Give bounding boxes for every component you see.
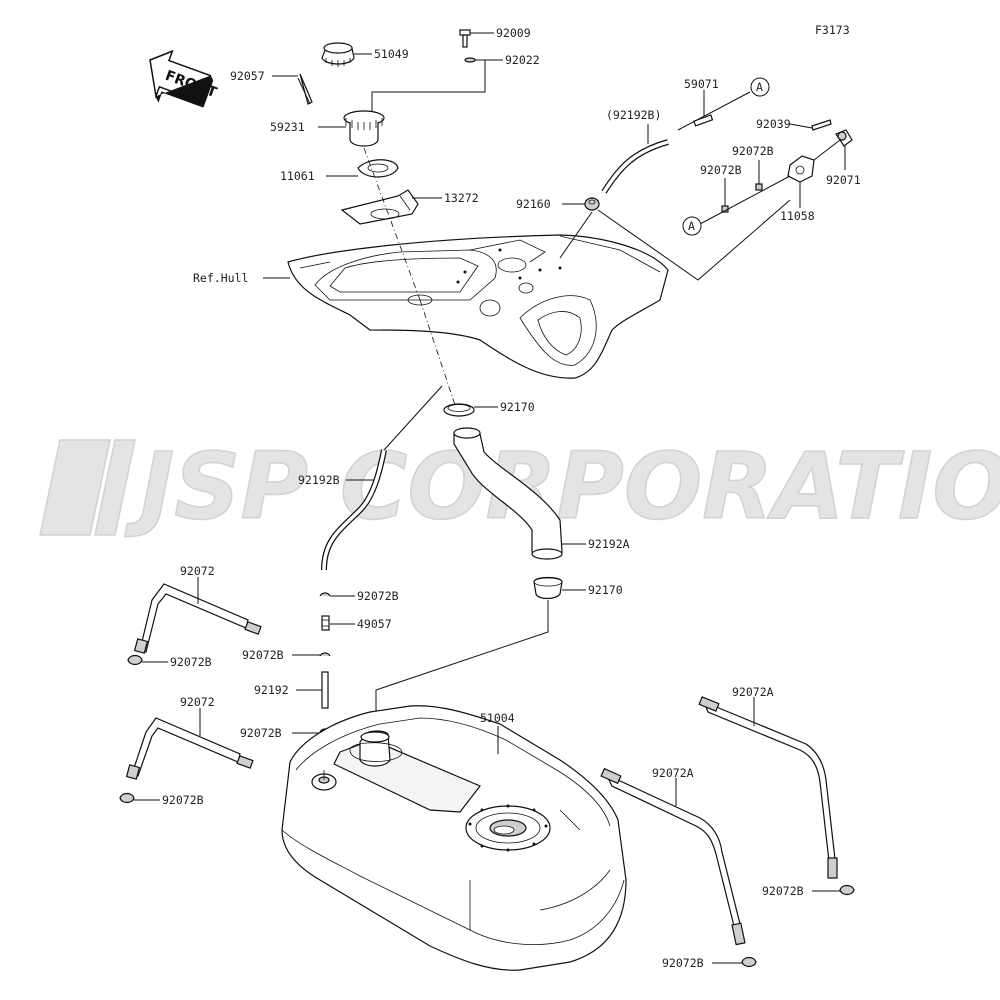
filler-hose-92192A bbox=[453, 427, 563, 560]
clip-92072B-h bbox=[839, 884, 855, 896]
clamp-92170-top bbox=[443, 403, 475, 417]
figure-code: F3173 bbox=[815, 23, 850, 37]
label-51049: 51049 bbox=[374, 47, 409, 61]
label-92072B-f: 92072B bbox=[170, 655, 212, 669]
label-92170-bottom: 92170 bbox=[588, 583, 623, 597]
strap-92072-top bbox=[133, 583, 262, 654]
gasket-11061 bbox=[357, 159, 399, 178]
label-92072B-i: 92072B bbox=[662, 956, 704, 970]
hull-reference bbox=[287, 234, 669, 379]
grommet-92160 bbox=[584, 197, 600, 211]
label-11061: 11061 bbox=[280, 169, 315, 183]
label-92160: 92160 bbox=[516, 197, 551, 211]
hose-92192 bbox=[321, 671, 329, 709]
label-92072B-e: 92072B bbox=[240, 726, 282, 740]
label-92170-top: 92170 bbox=[500, 400, 535, 414]
clip-92072B-i bbox=[741, 956, 757, 968]
label-92072-top: 92072 bbox=[180, 564, 215, 578]
clamp-92039 bbox=[811, 119, 832, 131]
clip-92072B-a bbox=[755, 183, 763, 191]
breather-tube-upper bbox=[601, 139, 669, 194]
label-92192A: 92192A bbox=[588, 537, 630, 551]
callout-a-top bbox=[750, 77, 770, 97]
label-59071: 59071 bbox=[684, 77, 719, 91]
clip-92072B-c bbox=[319, 592, 331, 597]
label-92192B: 92192B bbox=[298, 473, 340, 487]
watermark-text: JSP CORPORATION bbox=[124, 433, 1000, 540]
clamp-92170-bottom bbox=[533, 576, 563, 600]
label-92072-bottom: 92072 bbox=[180, 695, 215, 709]
bracket-13272 bbox=[340, 189, 419, 225]
filler-cap-51049 bbox=[321, 42, 355, 67]
label-51004: 51004 bbox=[480, 711, 515, 725]
label-11058: 11058 bbox=[780, 209, 815, 223]
pin-92057 bbox=[297, 73, 313, 105]
label-92009: 92009 bbox=[496, 26, 531, 40]
label-92022: 92022 bbox=[505, 53, 540, 67]
label-92072A-right: 92072A bbox=[732, 685, 774, 699]
label-92072B-g: 92072B bbox=[162, 793, 204, 807]
holder-11058 bbox=[787, 155, 815, 183]
callout-a-bottom-label: A bbox=[688, 219, 695, 233]
check-valve-59071 bbox=[693, 114, 714, 127]
label-92072B-h: 92072B bbox=[762, 884, 804, 898]
fitting-92071 bbox=[835, 129, 853, 147]
label-49057: 49057 bbox=[357, 617, 392, 631]
fuel-tank-51004 bbox=[281, 705, 627, 971]
clip-92072B-f bbox=[127, 654, 143, 666]
label-92192: 92192 bbox=[254, 683, 289, 697]
front-arrow-icon: FRONT bbox=[149, 49, 219, 108]
label-92072B-d: 92072B bbox=[242, 648, 284, 662]
check-valve-49057 bbox=[321, 615, 330, 631]
watermark: JSP CORPORATION bbox=[39, 432, 1000, 541]
clip-92072B-d bbox=[319, 652, 331, 657]
breather-hose-92192B bbox=[321, 449, 387, 571]
callout-a-top-label: A bbox=[756, 80, 763, 94]
washer-92022 bbox=[464, 57, 476, 63]
label-92072B-a: 92072B bbox=[732, 144, 774, 158]
label-92057: 92057 bbox=[230, 69, 265, 83]
label-92192B-paren: (92192B) bbox=[606, 108, 661, 122]
label-92072B-c: 92072B bbox=[357, 589, 399, 603]
label-92072A-mid: 92072A bbox=[652, 766, 694, 780]
label-59231: 59231 bbox=[270, 120, 305, 134]
clip-92072B-g bbox=[119, 792, 135, 804]
label-92039: 92039 bbox=[756, 117, 791, 131]
label-92072B-b: 92072B bbox=[700, 163, 742, 177]
label-92071: 92071 bbox=[826, 173, 861, 187]
strap-92072-bottom bbox=[125, 717, 254, 780]
bolt-92009 bbox=[459, 29, 471, 48]
callout-a-bottom bbox=[682, 216, 702, 236]
filler-neck-59231 bbox=[343, 110, 385, 147]
strap-92072A-right bbox=[698, 696, 838, 879]
label-ref-hull: Ref.Hull bbox=[193, 271, 248, 285]
strap-92072A-mid bbox=[600, 767, 746, 946]
label-13272: 13272 bbox=[444, 191, 479, 205]
